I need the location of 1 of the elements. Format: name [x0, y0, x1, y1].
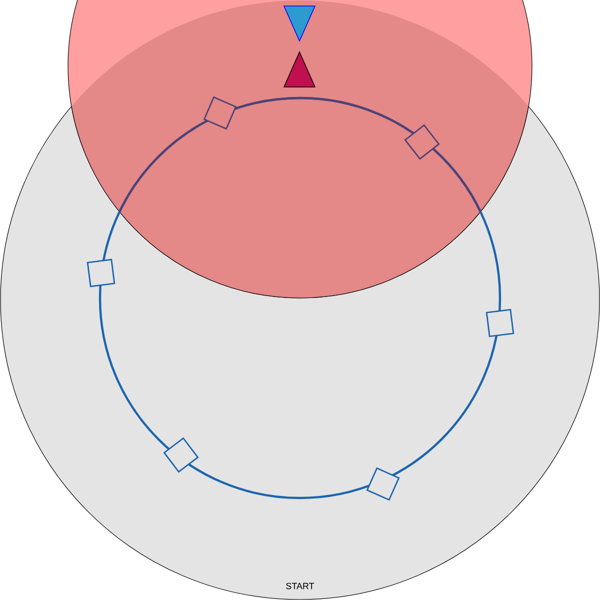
circle-area: [68, 0, 532, 298]
